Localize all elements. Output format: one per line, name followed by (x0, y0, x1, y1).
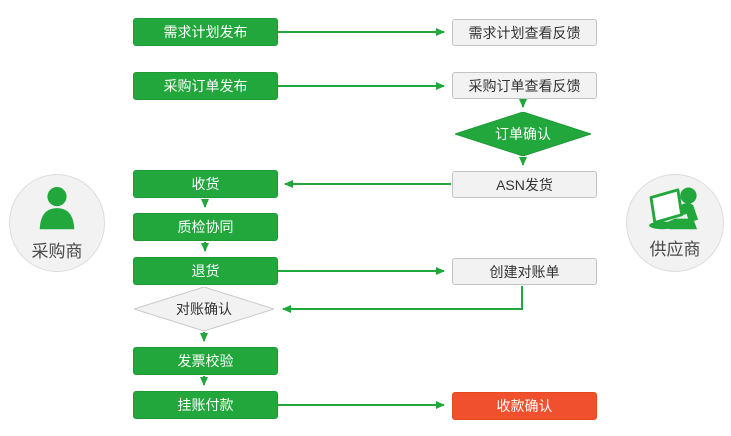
node-invoice-verify: 发票校验 (133, 347, 278, 375)
node-receive: 收货 (133, 170, 278, 198)
node-asn-ship: ASN发货 (452, 171, 597, 198)
node-receipt-confirm: 收款确认 (452, 392, 597, 420)
person-laptop-icon (646, 186, 704, 234)
node-payment-on-account: 挂账付款 (133, 391, 278, 419)
actor-buyer-label: 采购商 (31, 242, 83, 261)
actor-buyer: 采购商 (9, 174, 105, 272)
node-po-publish: 采购订单发布 (133, 72, 278, 100)
node-quality-check: 质检协同 (133, 213, 278, 241)
decision-statement-confirm-label: 对账确认 (176, 301, 232, 317)
actor-supplier: 供应商 (626, 174, 724, 272)
person-icon (34, 186, 80, 236)
node-return-goods: 退货 (133, 257, 278, 285)
diamond-shape (455, 112, 591, 156)
diamond-shape (134, 287, 274, 331)
decision-order-confirm-label: 订单确认 (495, 126, 551, 142)
node-po-feedback: 采购订单查看反馈 (452, 72, 597, 99)
node-demand-plan-feedback: 需求计划查看反馈 (452, 19, 597, 46)
node-create-statement: 创建对账单 (452, 258, 597, 285)
decision-statement-confirm: 对账确认 (134, 287, 274, 331)
actor-supplier-label: 供应商 (649, 240, 701, 259)
decision-order-confirm: 订单确认 (455, 112, 591, 156)
node-demand-plan-publish: 需求计划发布 (133, 18, 278, 46)
